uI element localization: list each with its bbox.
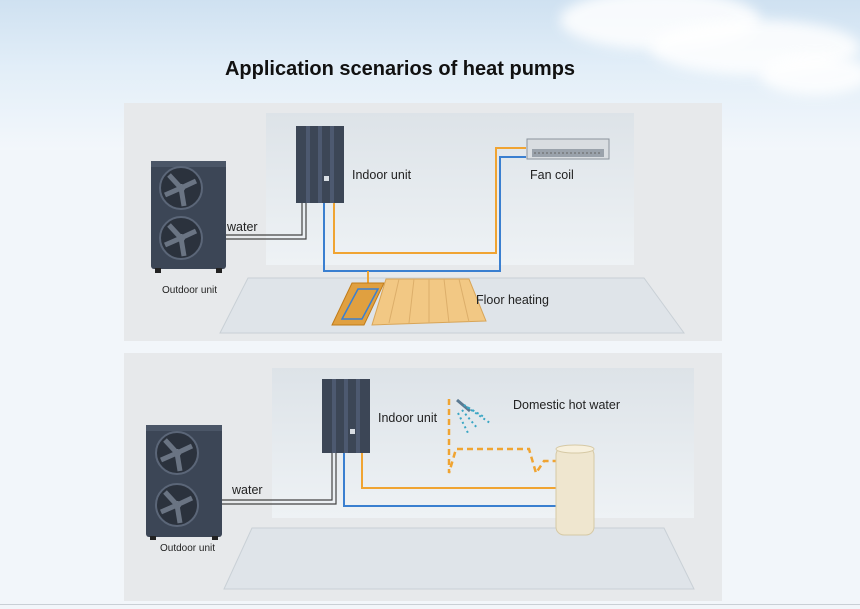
indoor-unit-label: Indoor unit xyxy=(352,168,412,182)
floor-heating-label: Floor heating xyxy=(476,293,549,307)
room-floor xyxy=(223,527,695,590)
scenario-diagram xyxy=(146,379,695,590)
outdoor-unit-icon xyxy=(146,425,222,540)
indoor-unit-label: Indoor unit xyxy=(378,411,438,425)
hot-water-label: Domestic hot water xyxy=(513,398,620,412)
water-label: water xyxy=(232,483,263,497)
cloud xyxy=(760,55,860,95)
bottom-divider xyxy=(0,604,860,605)
outdoor-unit-label: Outdoor unit xyxy=(160,543,216,554)
outdoor-unit-label: Outdoor unit xyxy=(162,285,218,296)
scenario-panel-hot-water: water Outdoor unit Indoor unit Domestic … xyxy=(124,353,722,601)
indoor-unit-icon xyxy=(296,126,344,203)
fan-coil-label: Fan coil xyxy=(530,168,574,182)
outdoor-unit-icon xyxy=(151,161,226,273)
water-label: water xyxy=(227,220,258,234)
water-tank-icon xyxy=(555,444,595,536)
shower-head-icon xyxy=(456,398,491,434)
fan-coil-icon xyxy=(526,138,610,160)
floor-heating-icon xyxy=(331,278,487,326)
scenario-diagram xyxy=(151,126,685,334)
indoor-unit-icon xyxy=(322,379,370,453)
scenario-panel-space-heating: water Outdoor unit Indoor unit Fan coil … xyxy=(124,103,722,341)
page-title: Application scenarios of heat pumps xyxy=(224,58,576,80)
